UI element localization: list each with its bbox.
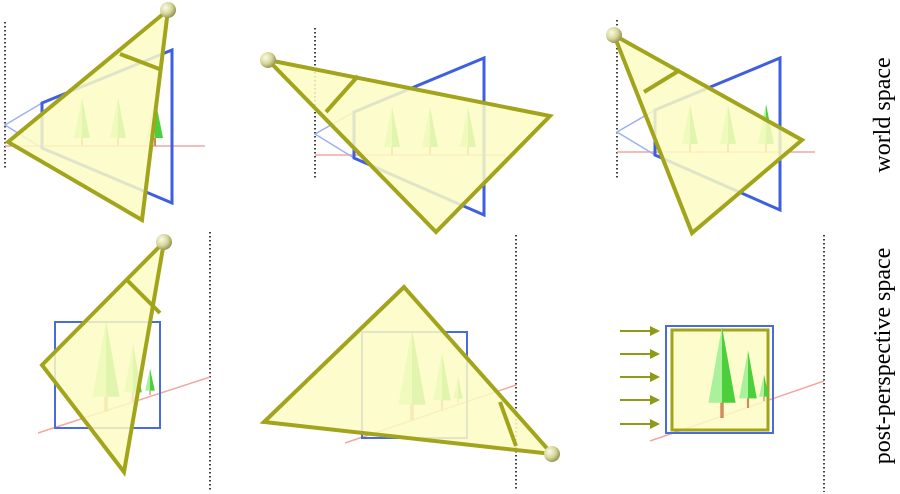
light-frustum-triangle (4, 5, 171, 224)
light-frustum-triangle (262, 56, 555, 235)
light-source-sphere-icon (544, 446, 560, 462)
light-near-plane (126, 279, 162, 315)
light-near-plane (324, 74, 360, 114)
light-frustum-triangle (39, 236, 168, 477)
light-direction-arrows (620, 326, 660, 429)
view-frustum (665, 325, 774, 434)
tree-icon (144, 368, 156, 396)
post-perspective-panel-2 (259, 235, 560, 490)
arrow-right-icon (620, 372, 660, 382)
light-source-sphere-icon (260, 52, 276, 68)
arrow-right-icon (620, 419, 660, 429)
world-space-panel-1 (3, 2, 205, 224)
world-space-label: world space (870, 57, 896, 172)
post-perspective-panel-1 (37, 232, 211, 492)
light-source-sphere-icon (606, 27, 622, 43)
view-ray (615, 109, 656, 156)
light-frustum-triangle (610, 30, 806, 237)
arrow-right-icon (620, 395, 660, 405)
post-perspective-space-label: post-perspective space (870, 248, 896, 465)
light-source-sphere-icon (156, 234, 172, 250)
world-space-panel-3 (606, 20, 815, 237)
light-source-sphere-icon (160, 2, 176, 18)
light-near-plane (642, 68, 682, 94)
post-perspective-panel-3 (620, 235, 825, 492)
light-near-plane (119, 52, 163, 72)
light-frustum-triangle (259, 284, 557, 457)
arrow-right-icon (620, 349, 660, 359)
light-near-plane (498, 401, 518, 447)
arrow-right-icon (620, 326, 660, 336)
world-space-panel-2 (260, 28, 555, 235)
